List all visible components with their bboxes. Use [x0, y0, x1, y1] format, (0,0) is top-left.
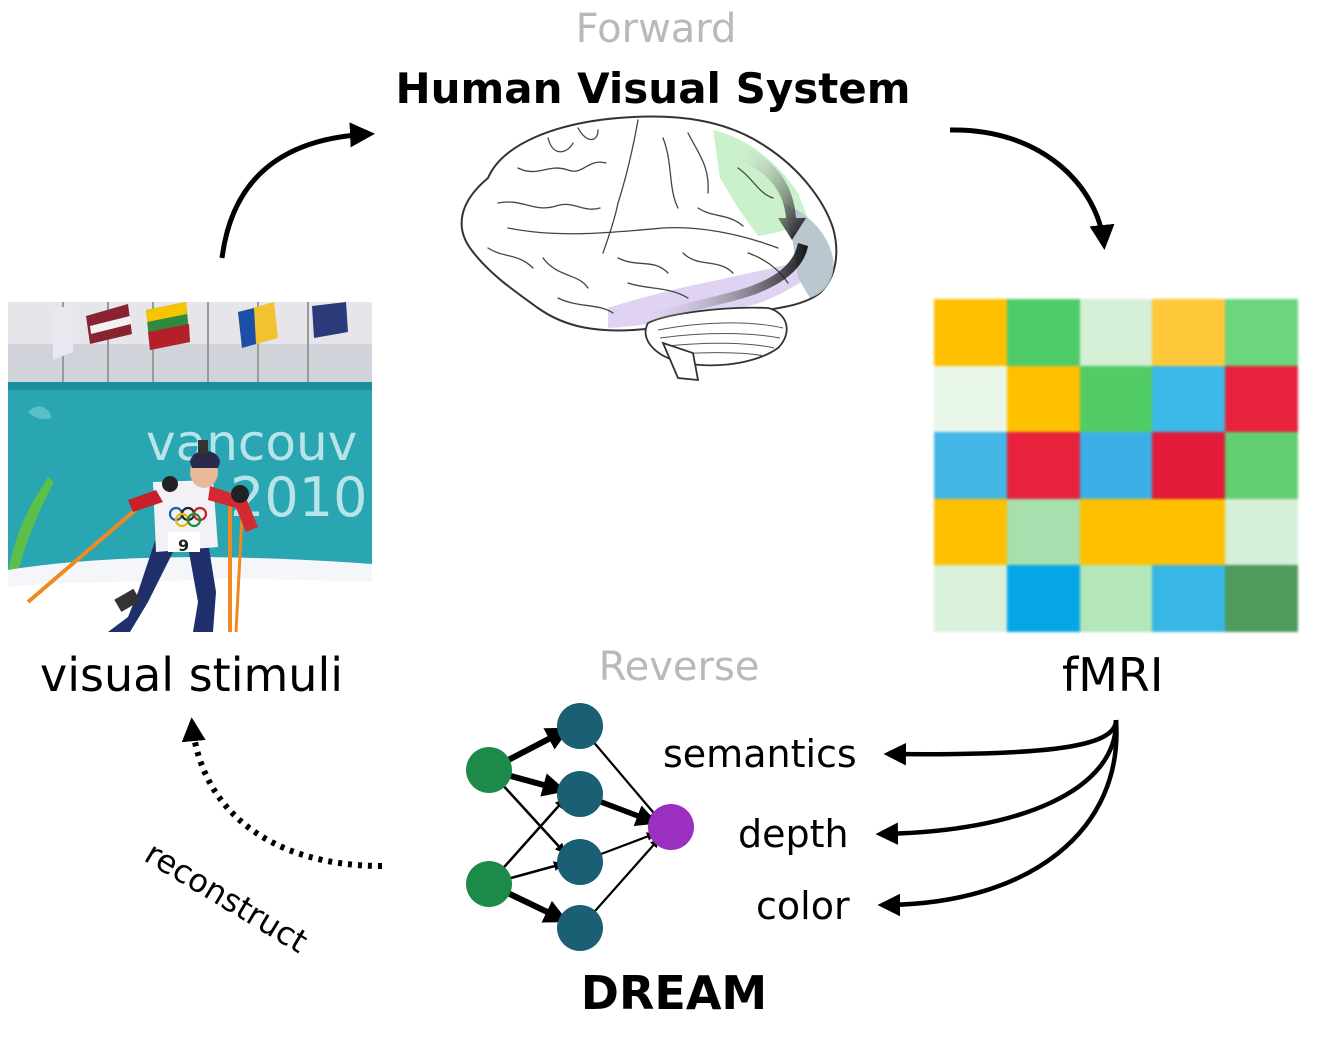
fmri-activation-grid	[934, 299, 1298, 632]
arrow-reconstruct	[181, 717, 383, 869]
fmri-cell	[1152, 432, 1226, 499]
depth-label: depth	[738, 812, 849, 856]
fmri-cell	[1152, 498, 1226, 566]
fmri-cell	[934, 365, 1007, 433]
fmri-cell	[1079, 299, 1153, 366]
fmri-cell	[1006, 498, 1080, 566]
fmri-cell	[1079, 565, 1153, 632]
arrow-fmri-to-depth	[875, 719, 1119, 845]
fmri-cell	[934, 299, 1007, 366]
output-node	[648, 804, 694, 850]
visual-stimulus-photo: vancouv 2010 9	[8, 302, 372, 632]
dream-title: DREAM	[580, 966, 768, 1020]
fmri-cell	[934, 432, 1007, 499]
fmri-cell	[1225, 565, 1298, 632]
fmri-cell	[1152, 565, 1226, 632]
input-node-2	[466, 861, 512, 907]
fmri-cell	[1006, 432, 1080, 499]
input-node-1	[466, 747, 512, 793]
brain-illustration	[460, 115, 838, 382]
fmri-cell	[1006, 365, 1080, 433]
arrow-fmri-to-color	[877, 719, 1119, 917]
fmri-cell	[1225, 365, 1298, 433]
fmri-cell	[1079, 432, 1153, 499]
fmri-cell	[1152, 299, 1226, 366]
fmri-label: fMRI	[1062, 648, 1164, 702]
hidden-node-3	[557, 839, 603, 885]
fmri-cell	[1225, 299, 1298, 366]
fmri-cell	[934, 565, 1007, 632]
fmri-cell	[1006, 565, 1080, 632]
skier-illustration: vancouv 2010 9	[8, 302, 372, 632]
fmri-cell	[1225, 432, 1298, 499]
forward-label: Forward	[575, 6, 737, 52]
hidden-node-4	[557, 905, 603, 951]
fmri-cell	[934, 498, 1007, 566]
fmri-cell	[1079, 498, 1153, 566]
fmri-cell	[1079, 365, 1153, 433]
fmri-cell	[1225, 498, 1298, 566]
arrow-stimuli-to-brain	[219, 122, 375, 259]
semantics-label: semantics	[663, 732, 857, 776]
reverse-label: Reverse	[598, 644, 760, 690]
hidden-node-2	[557, 771, 603, 817]
arrow-brain-to-fmri	[949, 127, 1115, 250]
banner-text-line1: vancouv	[146, 414, 357, 472]
visual-stimuli-label: visual stimuli	[40, 648, 344, 702]
color-label: color	[756, 884, 850, 928]
bib-number: 9	[178, 536, 189, 555]
hidden-node-1	[557, 703, 603, 749]
fmri-cell	[1152, 365, 1226, 433]
fmri-cell	[1006, 299, 1080, 366]
human-visual-system-title: Human Visual System	[395, 64, 911, 113]
arrow-fmri-to-semantics	[883, 719, 1119, 766]
